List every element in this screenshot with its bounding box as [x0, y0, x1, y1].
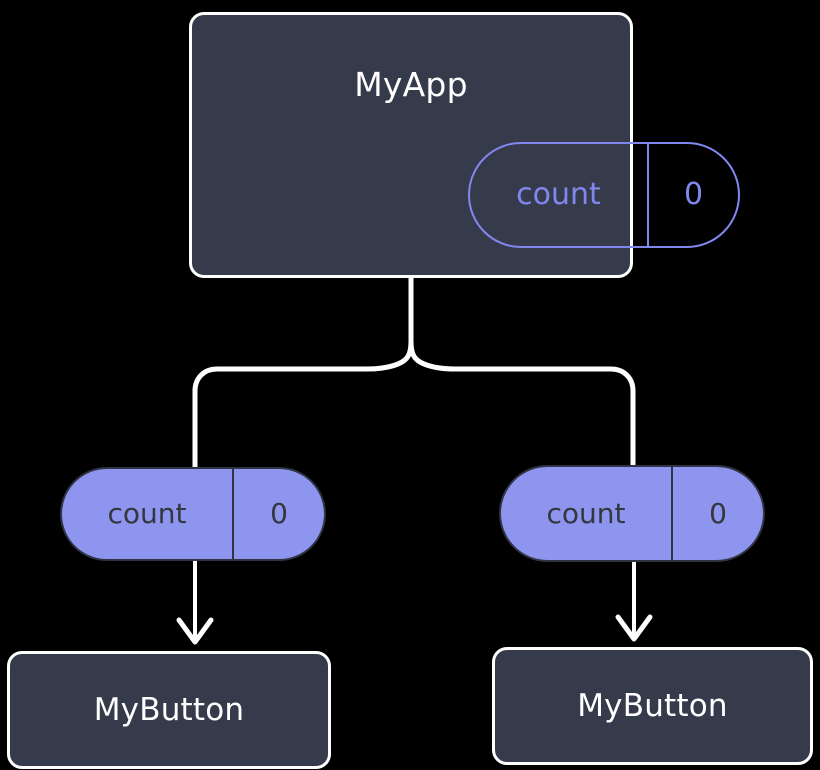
wire-root-to-left-child [192, 274, 414, 471]
arrowhead-left [176, 617, 214, 645]
prop-pill-left[interactable]: count 0 [60, 467, 326, 561]
state-pill-value: 0 [647, 144, 738, 246]
prop-pill-left-value: 0 [232, 469, 324, 559]
arrowhead-right [615, 614, 653, 642]
component-node-myapp[interactable]: MyApp count 0 [189, 12, 740, 278]
component-title-mybutton-left: MyButton [93, 691, 245, 728]
prop-pill-left-key: count [107, 497, 187, 530]
state-pill-key: count [516, 177, 601, 212]
component-title-myapp: MyApp [354, 65, 468, 104]
prop-pill-right[interactable]: count 0 [499, 465, 765, 562]
prop-pill-right-key: count [546, 496, 626, 530]
state-pill-count[interactable]: count 0 [468, 142, 740, 248]
prop-pill-right-value: 0 [671, 467, 763, 560]
component-node-mybutton-left[interactable]: MyButton [7, 651, 331, 769]
wire-root-to-right-child [408, 274, 636, 471]
component-node-mybutton-right[interactable]: MyButton [492, 647, 813, 765]
component-title-mybutton-right: MyButton [577, 687, 728, 724]
